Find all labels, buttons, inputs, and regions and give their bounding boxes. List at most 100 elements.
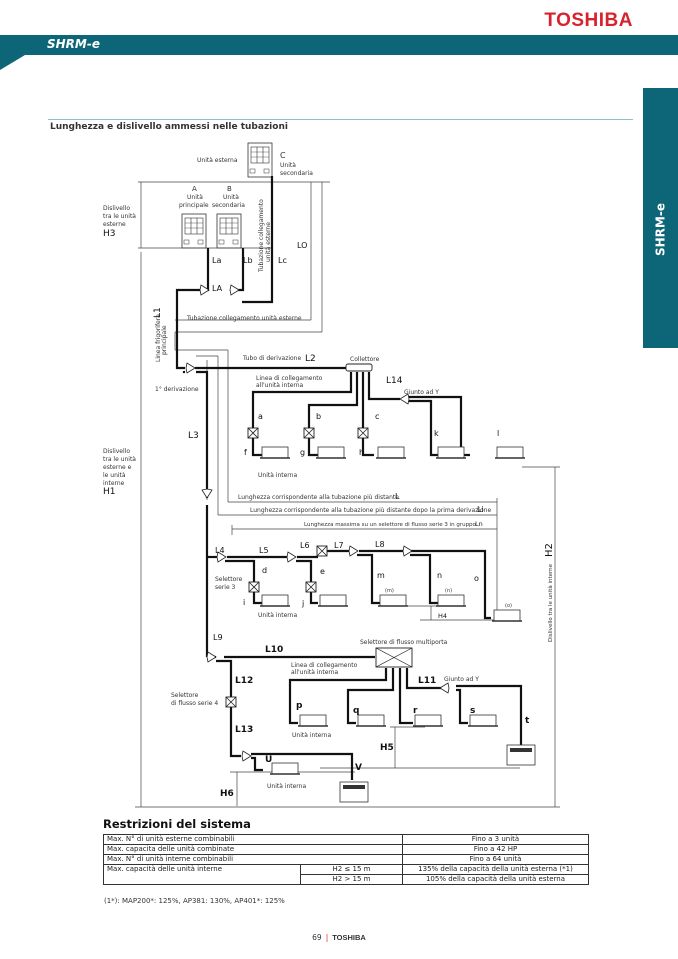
y-joint-icon bbox=[185, 362, 196, 374]
l4-symbol: L4 bbox=[215, 546, 225, 555]
selector3-label-1: Selettore bbox=[215, 576, 243, 583]
row-label: Max. capacita delle unità combinate bbox=[103, 844, 403, 855]
indoor-unit-l bbox=[494, 446, 526, 459]
letter-b: b bbox=[316, 412, 321, 421]
branch-pipe-label: Tubo di derivazione bbox=[242, 355, 301, 362]
letter-f: f bbox=[244, 448, 247, 457]
outdoor-link-label: Tubazione collegamento unità esterne bbox=[186, 315, 302, 322]
lc-symbol: Lc bbox=[278, 256, 287, 265]
letter-t: t bbox=[525, 716, 530, 726]
restrictions-title: Restrizioni del sistema bbox=[103, 817, 251, 831]
h2-symbol: H2 bbox=[544, 543, 555, 557]
y-joint-icon bbox=[241, 750, 252, 762]
y-joint-label-2: Giunto ad Y bbox=[444, 676, 479, 683]
h3-label-line1: Dislivello bbox=[103, 205, 130, 212]
page-footer: 69|TOSHIBA bbox=[0, 933, 678, 942]
flow-selector-icon bbox=[247, 427, 259, 439]
multiport-selector-icon bbox=[375, 647, 413, 668]
h1-label-line5: interne bbox=[103, 480, 125, 487]
lo-symbol: LO bbox=[297, 241, 307, 250]
l7-symbol: L7 bbox=[334, 541, 344, 550]
indoor-unit-f bbox=[259, 446, 291, 459]
table-row: Max. N° di unità esterne combinabili Fin… bbox=[103, 834, 589, 845]
section-title: Lunghezza e dislivello ammessi nelle tub… bbox=[50, 122, 288, 132]
selector4-label-2: di flusso serie 4 bbox=[171, 700, 218, 707]
row-value: Fino a 64 unità bbox=[402, 854, 589, 865]
unit-c-line1: Unità bbox=[280, 162, 296, 169]
outdoor-link-vertical-2: unità esterne bbox=[265, 222, 272, 262]
la-symbol: La bbox=[212, 256, 221, 265]
letter-d: d bbox=[262, 566, 267, 575]
row-label: Max. N° di unità esterne combinabili bbox=[103, 834, 403, 845]
footer-brand: TOSHIBA bbox=[332, 933, 366, 942]
h3-label-line2: tra le unità bbox=[103, 213, 136, 220]
flow-selector-icon bbox=[225, 696, 237, 708]
l10-symbol: L10 bbox=[265, 645, 283, 655]
restrictions-table: Max. N° di unità esterne combinabili Fin… bbox=[103, 834, 589, 885]
row-label: Max. N° di unità interne combinabili bbox=[103, 854, 403, 865]
letter-e: e bbox=[320, 567, 325, 576]
h3-symbol: H3 bbox=[103, 229, 116, 239]
l2-symbol: L2 bbox=[305, 354, 316, 364]
dim-li-label: Lunghezza corrispondente alla tubazione … bbox=[250, 507, 491, 514]
indoor-unit-u bbox=[269, 762, 301, 775]
indoor-unit-s bbox=[467, 714, 499, 727]
y-joint-label: Giunto ad Y bbox=[404, 389, 439, 396]
table-row: Max. N° di unità interne combinabili Fin… bbox=[103, 854, 589, 865]
indoor-unit-label-4: Unità interna bbox=[267, 783, 306, 790]
l1-symbol: L1 bbox=[153, 307, 163, 318]
collector-icon bbox=[345, 363, 373, 372]
la-cap-symbol: LA bbox=[212, 284, 223, 293]
l9-symbol: L9 bbox=[213, 633, 223, 642]
h1-label-line3: esterne e bbox=[103, 464, 132, 471]
multiport-label: Selettore di flusso multiporta bbox=[360, 639, 448, 646]
floor-unit-v bbox=[339, 781, 369, 803]
outdoor-unit-a bbox=[181, 213, 207, 249]
letter-u: U bbox=[265, 755, 272, 765]
row-condition: H2 ≤ 15 m bbox=[300, 864, 403, 875]
y-joint-icon bbox=[201, 488, 213, 499]
l3-symbol: L3 bbox=[188, 431, 199, 441]
h3-label-line3: esterne bbox=[103, 221, 126, 228]
y-joint-icon bbox=[206, 651, 217, 663]
y-joint-icon bbox=[439, 682, 450, 694]
row-value: 105% della capacità della unità esterna bbox=[402, 874, 589, 885]
header-bar-tail bbox=[0, 55, 25, 70]
unit-b-line1: Unità bbox=[223, 194, 239, 201]
l5-symbol: L5 bbox=[259, 546, 269, 555]
indoor-link-label-1: Linea di collegamento bbox=[256, 375, 323, 382]
unit-n-label: (n) bbox=[445, 588, 452, 594]
first-branch-label: 1° derivazione bbox=[155, 386, 199, 393]
indoor-unit-label-2: Unità interna bbox=[258, 612, 297, 619]
product-title: SHRM-e bbox=[47, 37, 100, 51]
indoor-link-label-b1: Linea di collegamento bbox=[291, 662, 358, 669]
header-bar bbox=[0, 35, 678, 55]
unit-c-line2: secondaria bbox=[280, 170, 313, 177]
flow-selector-icon bbox=[303, 427, 315, 439]
h1-label-line1: Dislivello bbox=[103, 448, 130, 455]
unit-a-letter: A bbox=[192, 185, 197, 193]
table-row: H2 > 15 m 105% della capacità della unit… bbox=[104, 874, 589, 885]
outdoor-unit-b bbox=[216, 213, 242, 249]
refrigerant-pipes bbox=[175, 176, 523, 780]
letter-m: m bbox=[377, 571, 385, 580]
letter-j: j bbox=[301, 599, 304, 608]
indoor-link-label-2: all'unità interna bbox=[256, 382, 304, 389]
row-value: 135% della capacità della unità esterna … bbox=[402, 864, 589, 875]
side-tab bbox=[643, 88, 678, 348]
dim-li-symbol: Li bbox=[477, 505, 484, 514]
row-value: Fino a 42 HP bbox=[402, 844, 589, 855]
main-line-label-1: Linea frigorifera bbox=[155, 314, 162, 362]
h4-symbol: H4 bbox=[438, 612, 447, 620]
unit-m-label: (m) bbox=[385, 588, 394, 594]
letter-q: q bbox=[353, 706, 359, 716]
l8-symbol: L8 bbox=[375, 540, 385, 549]
y-joint-icon bbox=[286, 551, 297, 563]
indoor-unit-m bbox=[377, 594, 409, 607]
letter-r: r bbox=[413, 706, 418, 716]
letter-o: o bbox=[474, 574, 479, 583]
l6-symbol: L6 bbox=[300, 541, 310, 550]
letter-l: l bbox=[497, 429, 499, 438]
indoor-unit-r bbox=[412, 714, 444, 727]
letter-v: V bbox=[355, 763, 362, 773]
